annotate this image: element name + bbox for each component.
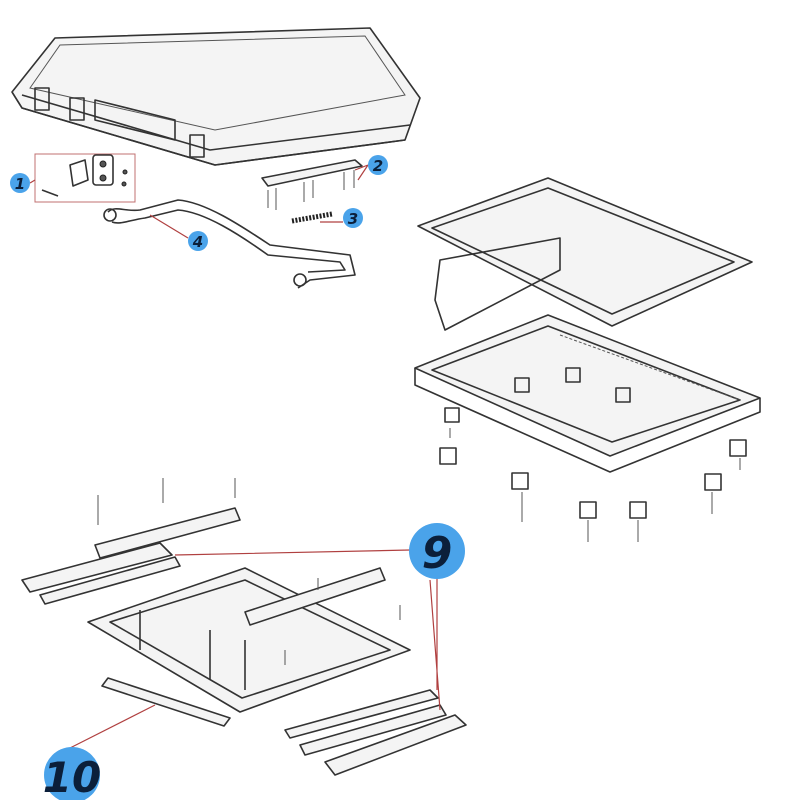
callout-9-label: 9 (422, 528, 453, 579)
part-1-hinge-kit (34, 153, 136, 203)
callout-2-label: 2 (373, 157, 383, 175)
callout-2: 2 (368, 155, 388, 175)
callout-10: 10 (43, 747, 101, 800)
strips (21, 478, 467, 776)
callout-3-label: 3 (348, 210, 358, 228)
callout-4: 4 (188, 231, 208, 251)
callout-10-label: 10 (43, 753, 101, 800)
roof-cover (11, 27, 421, 166)
inner-frame (87, 567, 411, 713)
seal-frame (417, 177, 753, 331)
callout-9: 9 (409, 523, 465, 579)
callout-1-label: 1 (15, 175, 25, 193)
part-4-arm (103, 199, 356, 289)
clips (439, 367, 747, 519)
base-frame (414, 314, 761, 542)
callout-3: 3 (343, 208, 363, 228)
part-2-bracket (261, 159, 363, 210)
callout-4-label: 4 (192, 233, 203, 251)
leader-lines (29, 164, 441, 749)
part-3-spring (291, 211, 333, 224)
callout-1: 1 (10, 173, 30, 193)
